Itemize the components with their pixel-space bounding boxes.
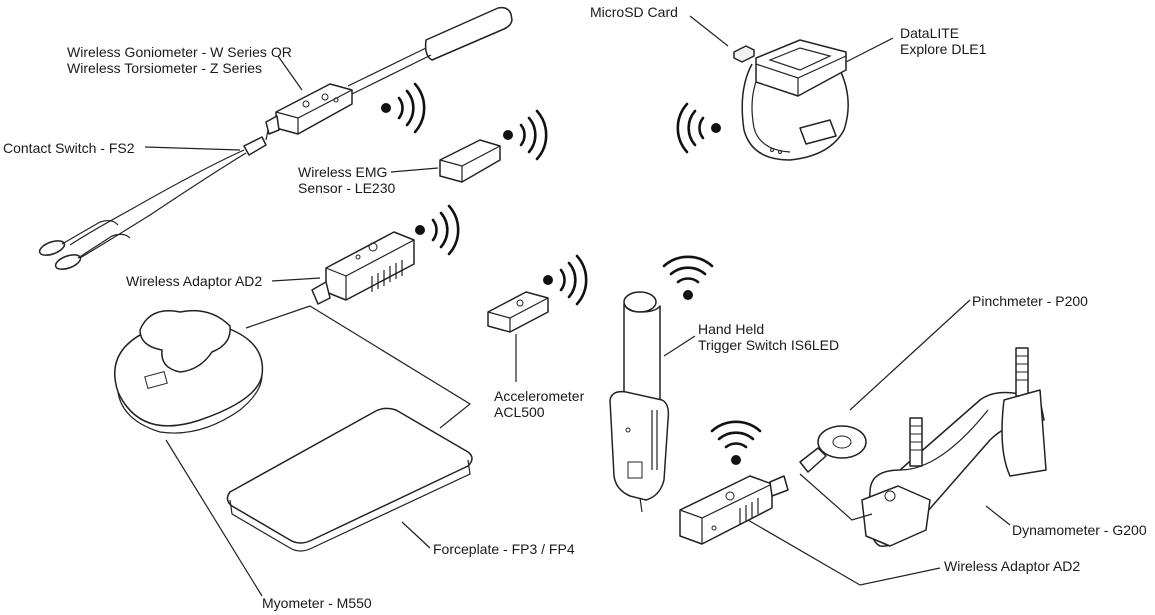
goniometer-label: Wireless Goniometer - W Series OR Wirele… [67,44,292,76]
wireless-signal-icon [501,109,548,161]
adaptor-top-label: Wireless Adaptor AD2 [126,273,263,289]
accelerometer-device [487,291,549,333]
adaptor-bottom-label: Wireless Adaptor AD2 [944,558,1081,574]
datalite-label-line1: DataLITE [900,25,960,41]
goniometer-label-line1: Wireless Goniometer - W Series OR [67,44,292,60]
forceplate-label: Forceplate - FP3 / FP4 [433,541,575,557]
wireless-adaptor-bottom [679,475,789,545]
dynamometer-label: Dynamometer - G200 [1012,522,1147,538]
wireless-signal-icon [541,254,588,306]
wireless-adaptor-top [311,231,415,305]
wireless-signal-icon [710,420,762,467]
wireless-signal-icon [379,82,426,134]
wireless-signal-icon [676,102,723,154]
goniometer-label-line2: Wireless Torsiometer - Z Series [67,60,263,76]
accelerometer-label: Accelerometer ACL500 [494,388,584,420]
myometer-device [114,309,264,434]
emg-label: Wireless EMG Sensor - LE230 [298,164,395,196]
pinchmeter-label: Pinchmeter - P200 [972,293,1088,309]
datalite-label: DataLITE Explore DLE1 [900,25,986,57]
hand-held-trigger-device [609,291,670,513]
dynamometer-device [861,347,1047,547]
emg-label-line1: Wireless EMG [298,164,388,180]
hand-held-label-line2: Trigger Switch IS6LED [698,337,840,353]
wireless-signal-icon [662,255,714,302]
accelerometer-label-line1: Accelerometer [494,388,585,404]
emg-label-line2: Sensor - LE230 [298,180,396,196]
datalite-label-line2: Explore DLE1 [900,41,987,57]
pinchmeter-device [799,425,867,473]
myometer-label: Myometer - M550 [262,595,372,611]
forceplate-device [226,407,473,552]
datalite-device [733,39,849,161]
accelerometer-label-line2: ACL500 [494,404,545,420]
emg-sensor-device [439,139,501,183]
microsd-label: MicroSD Card [590,4,678,20]
contact-switch-device [38,129,269,270]
hand-held-label: Hand Held Trigger Switch IS6LED [698,321,839,353]
wireless-signal-icon [413,204,460,256]
hand-held-label-line1: Hand Held [698,321,765,337]
contact-switch-label: Contact Switch - FS2 [3,140,135,156]
goniometer-device [265,6,513,135]
leader-lines [144,15,1011,597]
